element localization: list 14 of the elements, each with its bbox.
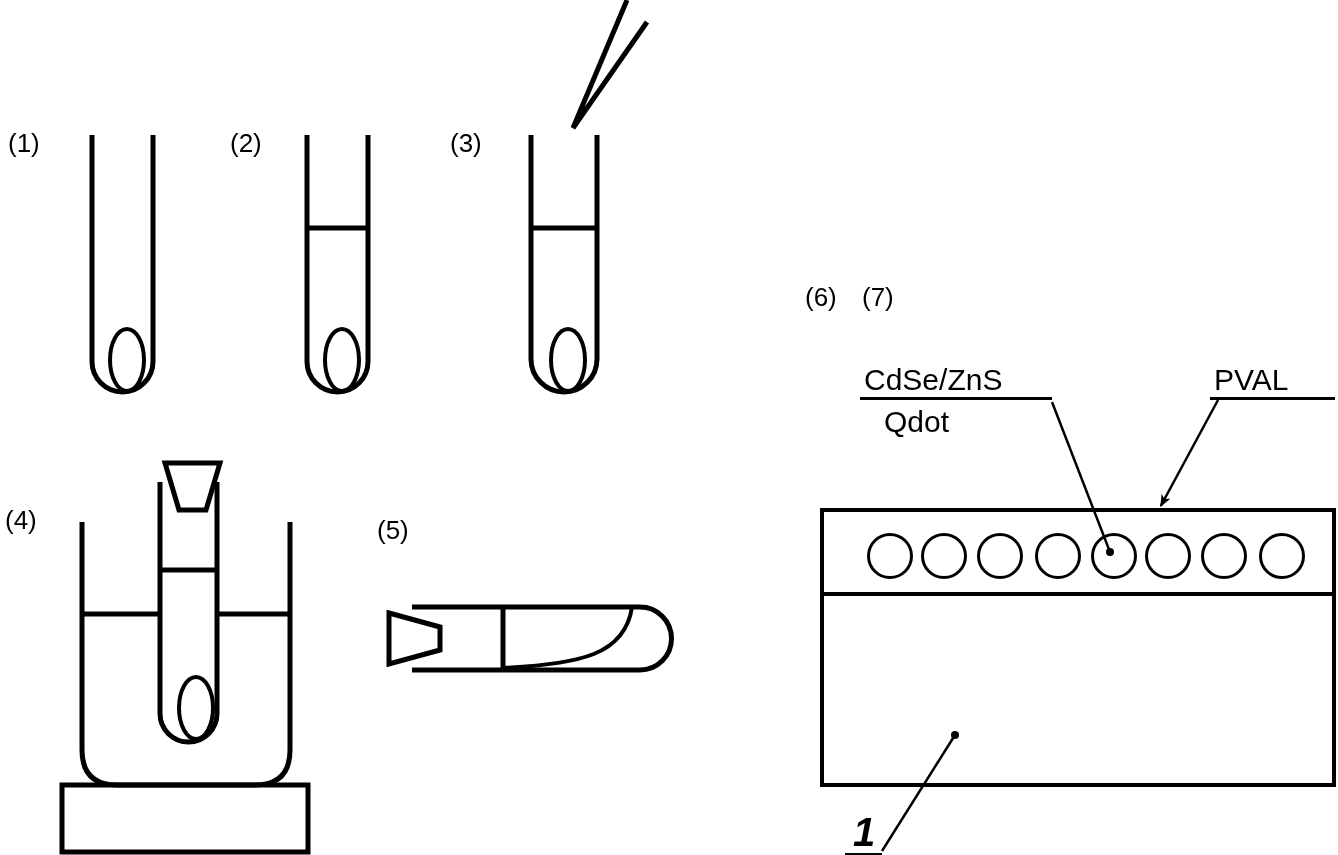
step-number: (7)	[862, 282, 894, 312]
step-number: (1)	[8, 128, 40, 158]
leader-label: CdSe/ZnS	[860, 362, 1052, 400]
step-number: (6)	[805, 282, 837, 312]
reference-numeral: 1	[845, 811, 882, 855]
step-number: (2)	[230, 128, 262, 158]
leader-sublabel: Qdot	[883, 404, 951, 440]
step-number: (5)	[377, 515, 409, 545]
step-number: (3)	[450, 128, 482, 158]
step-number: (4)	[5, 505, 37, 535]
leader-line	[1050, 401, 1114, 556]
leader-label: PVAL	[1210, 362, 1335, 400]
leader-line	[880, 731, 959, 852]
leader-arrow	[1159, 399, 1220, 507]
